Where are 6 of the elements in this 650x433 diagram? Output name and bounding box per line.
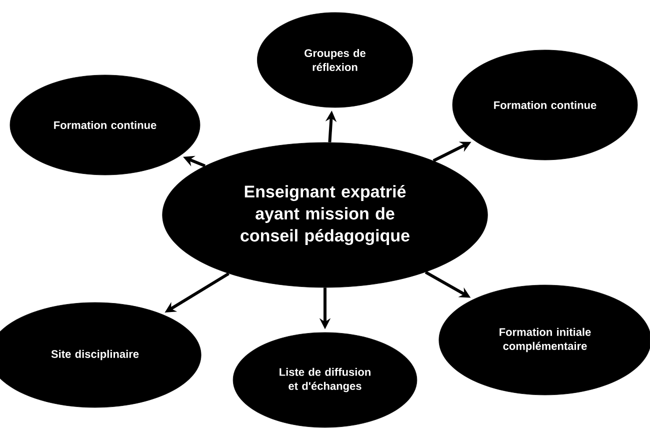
ellipse-node: Formation continue — [452, 50, 638, 160]
ellipse-node: Groupes de réflexion — [257, 12, 413, 108]
ellipse-node: Formation continue — [10, 74, 200, 176]
ellipse-node: Formation initiale complémentaire — [438, 284, 650, 396]
ellipse-node: Enseignant expatrié ayant mission de conseil pédagogique — [162, 142, 488, 288]
ellipse-node: Liste de diffusion et d'échanges — [232, 332, 418, 428]
